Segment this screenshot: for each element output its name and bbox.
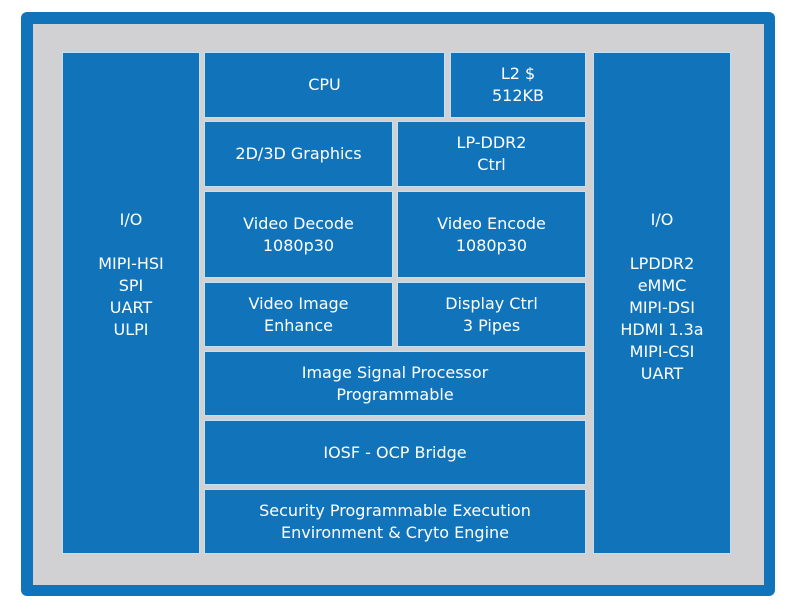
- left-io-item: ULPI: [113, 320, 149, 339]
- l2-cache-block: L2 $ 512KB: [451, 53, 585, 117]
- right-io-item: LPDDR2: [629, 254, 695, 273]
- display-sub: 3 Pipes: [462, 315, 521, 335]
- left-io-title: I/O: [119, 210, 143, 229]
- iosf-bridge-block: IOSF - OCP Bridge: [205, 421, 585, 484]
- video-enhance-sub: Enhance: [264, 315, 333, 335]
- security-sub: Environment & Cryto Engine: [280, 522, 509, 542]
- right-io-item: MIPI-DSI: [629, 298, 695, 317]
- cpu-label: CPU: [308, 75, 341, 94]
- right-io-item: UART: [640, 364, 684, 383]
- isp-label: Image Signal Processor: [301, 362, 489, 382]
- video-encode-sub: 1080p30: [455, 235, 528, 255]
- iosf-label: IOSF - OCP Bridge: [323, 442, 467, 462]
- lpddr2-sub: Ctrl: [477, 155, 506, 174]
- graphics-block: 2D/3D Graphics: [205, 122, 392, 186]
- right-io-item: HDMI 1.3a: [620, 320, 704, 339]
- left-io-block: I/O MIPI-HSI SPI UART ULPI: [63, 53, 199, 553]
- l2-label: L2 $: [500, 64, 536, 83]
- display-ctrl-block: Display Ctrl 3 Pipes: [398, 283, 585, 346]
- l2-size: 512KB: [491, 86, 544, 105]
- security-block: Security Programmable Execution Environm…: [205, 490, 585, 553]
- right-io-title: I/O: [650, 210, 674, 229]
- isp-sub: Programmable: [336, 384, 454, 404]
- left-io-item: SPI: [118, 276, 144, 295]
- video-decode-label: Video Decode: [243, 213, 354, 233]
- right-io-item: eMMC: [637, 276, 687, 295]
- video-enhance-block: Video Image Enhance: [205, 283, 392, 346]
- lpddr2-ctrl-block: LP-DDR2 Ctrl: [398, 122, 585, 186]
- video-encode-block: Video Encode 1080p30: [398, 192, 585, 277]
- isp-block: Image Signal Processor Programmable: [205, 352, 585, 415]
- left-io-item: MIPI-HSI: [98, 254, 164, 273]
- left-io-item: UART: [109, 298, 153, 317]
- display-label: Display Ctrl: [445, 293, 538, 313]
- right-io-block: I/O LPDDR2 eMMC MIPI-DSI HDMI 1.3a MIPI-…: [594, 53, 730, 553]
- security-label: Security Programmable Execution: [259, 500, 531, 520]
- video-decode-sub: 1080p30: [262, 235, 335, 255]
- lpddr2-label: LP-DDR2: [456, 133, 527, 152]
- graphics-label: 2D/3D Graphics: [235, 144, 362, 163]
- video-decode-block: Video Decode 1080p30: [205, 192, 392, 277]
- video-encode-label: Video Encode: [437, 213, 546, 233]
- video-enhance-label: Video Image: [248, 293, 349, 313]
- right-io-item: MIPI-CSI: [629, 342, 695, 361]
- cpu-block: CPU: [205, 53, 444, 117]
